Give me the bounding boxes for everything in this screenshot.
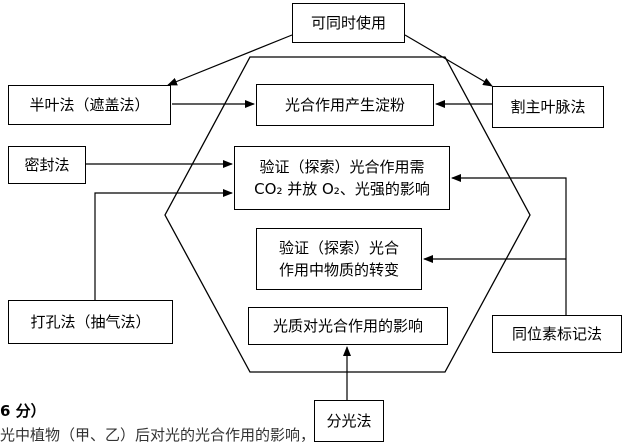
box-half-leaf-method: 半叶法（遮盖法）: [8, 85, 171, 125]
matter-line-2: 作用中物质的转变: [278, 261, 399, 279]
bottom-text-fragment: 光中植物（甲、乙）后对光的光合作用的影响，………试选取下中具有……个植物: [0, 426, 310, 444]
sealing-label: 密封法: [24, 156, 70, 174]
box-main-vein-cutting-method: 割主叶脉法: [492, 86, 604, 128]
box-co2-o2-light-verification: 验证（探索）光合作用需 CO₂ 并放 O₂、光强的影响: [234, 146, 450, 210]
punch-label: 打孔法（抽气法）: [30, 313, 151, 331]
spectral-label: 分光法: [326, 412, 372, 430]
arrow-punch-to-co2: [94, 189, 233, 300]
main-vein-label: 割主叶脉法: [510, 98, 586, 116]
box-matter-transformation: 验证（探索）光合 作用中物质的转变: [256, 228, 422, 290]
hexagon-outline: [164, 56, 531, 373]
box-punch-method: 打孔法（抽气法）: [8, 300, 173, 344]
co2-line-2: CO₂ 并放 O₂、光强的影响: [254, 180, 430, 198]
score-fragment: 6 分）: [0, 402, 46, 420]
box-sealing-method: 密封法: [8, 146, 86, 184]
box-light-quality-effect: 光质对光合作用的影响: [248, 307, 448, 345]
box-starch-production: 光合作用产生淀粉: [256, 84, 434, 126]
arrow-top-to-vein: [404, 34, 493, 87]
box-isotope-labeling-method: 同位素标记法: [492, 315, 622, 353]
top-box-label: 可同时使用: [310, 14, 386, 32]
arrow-isotope-to-co2: [451, 174, 567, 315]
co2-line-1: 验证（探索）光合作用需: [259, 158, 425, 176]
box-spectral-method: 分光法: [314, 400, 384, 442]
half-leaf-label: 半叶法（遮盖法）: [29, 96, 150, 114]
top-box-simultaneous-use: 可同时使用: [292, 3, 405, 43]
isotope-label: 同位素标记法: [511, 325, 602, 343]
arrow-top-to-half-leaf: [167, 34, 293, 86]
light-quality-label: 光质对光合作用的影响: [272, 317, 423, 335]
starch-label: 光合作用产生淀粉: [284, 96, 405, 114]
matter-line-1: 验证（探索）光合: [278, 239, 399, 257]
